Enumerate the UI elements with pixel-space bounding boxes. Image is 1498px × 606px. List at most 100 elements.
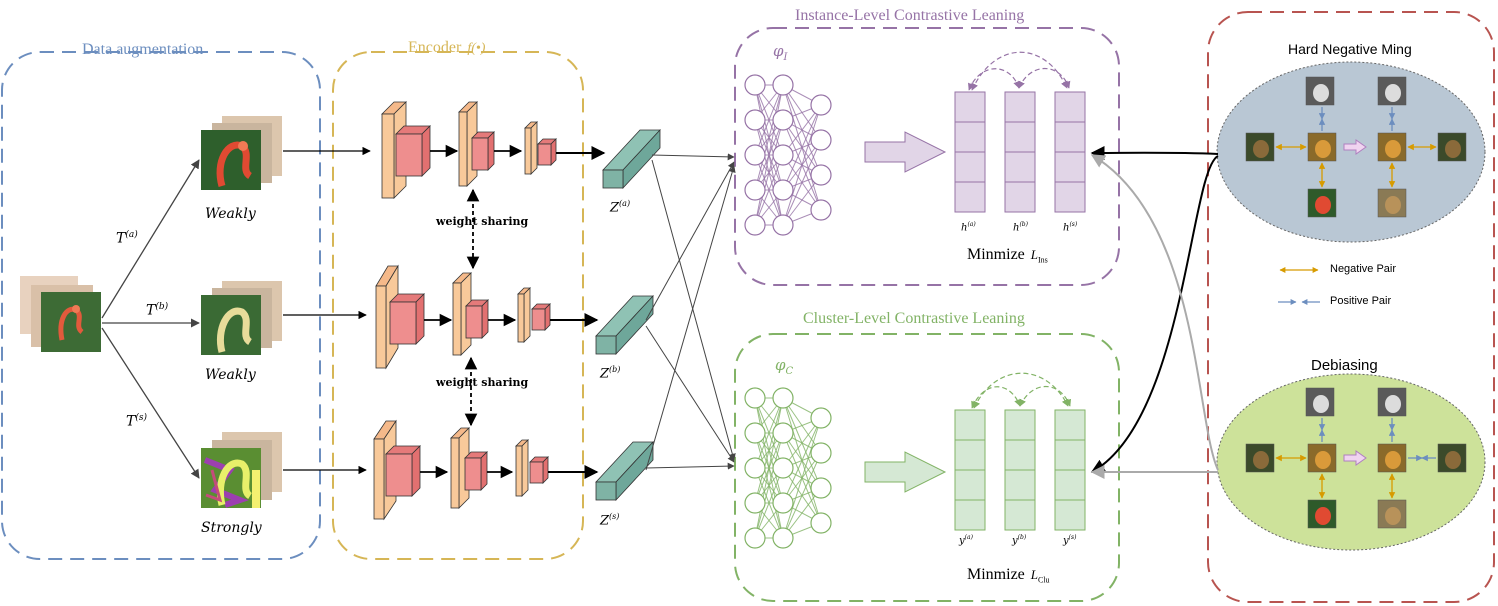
projection-block-s — [595, 440, 654, 502]
y-a-label: y(a) — [959, 535, 973, 546]
thumbnail-subject — [1253, 140, 1269, 158]
hard-negative-title: Hard Negative Ming — [1288, 41, 1412, 57]
thumbnail-subject — [1313, 395, 1329, 413]
thumbnail-subject — [1385, 196, 1401, 214]
weak-image-b — [201, 281, 282, 355]
network-node — [810, 512, 832, 534]
network-edge — [782, 417, 822, 504]
transform-b-sup: (b) — [155, 302, 169, 312]
debiasing-title: Debiasing — [1311, 357, 1378, 374]
y-a-sup: (a) — [964, 534, 973, 541]
network-node — [744, 179, 766, 201]
thumbnail-subject — [1385, 84, 1401, 102]
z-a-sup: (a) — [619, 199, 631, 208]
debiasing-ellipse — [1216, 373, 1486, 551]
cluster-minimize-text: Minmize — [967, 566, 1025, 583]
weak-image-a — [201, 116, 282, 190]
cluster-phi: φC — [775, 358, 793, 377]
mining-box — [1207, 11, 1495, 603]
transform-a-label: T(a) — [116, 231, 138, 246]
weak-label-b: Weakly — [205, 367, 256, 383]
projection-block-b — [595, 294, 654, 356]
hard-negative-grid — [1245, 76, 1467, 218]
network-node — [772, 214, 794, 236]
encoder-box — [332, 51, 584, 560]
transform-b-base: T — [146, 302, 156, 319]
network-edge — [782, 417, 822, 539]
h-s-base: h — [1063, 222, 1070, 234]
network-node — [744, 109, 766, 131]
z-s-label: Z(s) — [600, 513, 619, 529]
encoder-title-text: Encoder — [408, 39, 462, 56]
transition-arrow — [1343, 450, 1367, 466]
z-a-base: Z — [610, 200, 620, 216]
network-edge — [754, 84, 784, 226]
h-s-label: h(s) — [1063, 222, 1077, 233]
z-b-base: Z — [600, 366, 610, 382]
cluster-output-columns — [954, 409, 1086, 531]
cluster-loss-base: L — [1030, 567, 1038, 582]
projection-block-a — [602, 128, 661, 190]
y-s-sup: (s) — [1068, 534, 1077, 541]
thumbnail-subject — [1385, 451, 1401, 469]
thumbnail-subject — [1313, 84, 1329, 102]
transform-a-base: T — [116, 230, 126, 247]
network-node — [772, 74, 794, 96]
encoder-row-b — [375, 264, 599, 370]
network-node — [810, 199, 832, 221]
cluster-contrast-arrows — [971, 372, 1072, 409]
z-b-sup: (b) — [609, 365, 621, 374]
instance-phi-base: φ — [773, 42, 784, 60]
z-a-label: Z(a) — [610, 199, 631, 216]
network-node — [772, 109, 794, 131]
network-node — [744, 214, 766, 236]
transform-arrow-a — [101, 159, 200, 319]
instance-loss: LIns — [1031, 247, 1048, 264]
network-edge — [754, 154, 784, 226]
transition-arrow — [1343, 139, 1367, 155]
transform-a-sup: (a) — [125, 230, 138, 240]
network-node — [744, 74, 766, 96]
network-edge — [754, 84, 784, 191]
network-node — [810, 407, 832, 429]
y-s-label: y(s) — [1063, 535, 1076, 546]
network-node — [810, 477, 832, 499]
network-edge — [782, 104, 822, 226]
h-b-label: h(b) — [1013, 222, 1028, 233]
z-s-base: Z — [600, 513, 610, 529]
network-node — [772, 179, 794, 201]
cluster-loss-sub: Clu — [1038, 575, 1050, 585]
network-node — [772, 144, 794, 166]
transform-s-base: T — [126, 413, 136, 430]
negative-pair-label: Negative Pair — [1330, 263, 1397, 275]
debiasing-grid — [1245, 387, 1467, 529]
network-node — [772, 492, 794, 514]
transform-b-label: T(b) — [146, 303, 168, 318]
instance-output-columns — [954, 91, 1086, 213]
z-b-label: Z(b) — [600, 365, 621, 382]
thumbnail-subject — [1315, 196, 1331, 214]
cluster-phi-base: φ — [775, 356, 786, 374]
instance-contrast-arrows — [968, 51, 1071, 91]
network-edge — [754, 397, 784, 504]
cluster-phi-sub: C — [785, 366, 794, 377]
thumbnail-subject — [1385, 507, 1401, 525]
instance-phi-sub: I — [783, 52, 788, 63]
network-edge — [782, 104, 822, 191]
positive-pair-label: Positive Pair — [1330, 295, 1392, 307]
network-node — [744, 492, 766, 514]
h-a-base: h — [961, 222, 968, 234]
network-node — [810, 129, 832, 151]
weight-sharing-label-2: weight sharing — [436, 376, 529, 389]
input-image-stack — [20, 276, 101, 352]
network-node — [810, 94, 832, 116]
cluster-box — [734, 333, 1120, 602]
y-b-base: y — [1012, 535, 1018, 547]
network-edge — [754, 467, 784, 539]
augmentation-title: Data augmentation — [82, 41, 204, 58]
y-b-sup: (b) — [1017, 534, 1027, 541]
hard-to-cluster-arrow — [1090, 155, 1219, 473]
